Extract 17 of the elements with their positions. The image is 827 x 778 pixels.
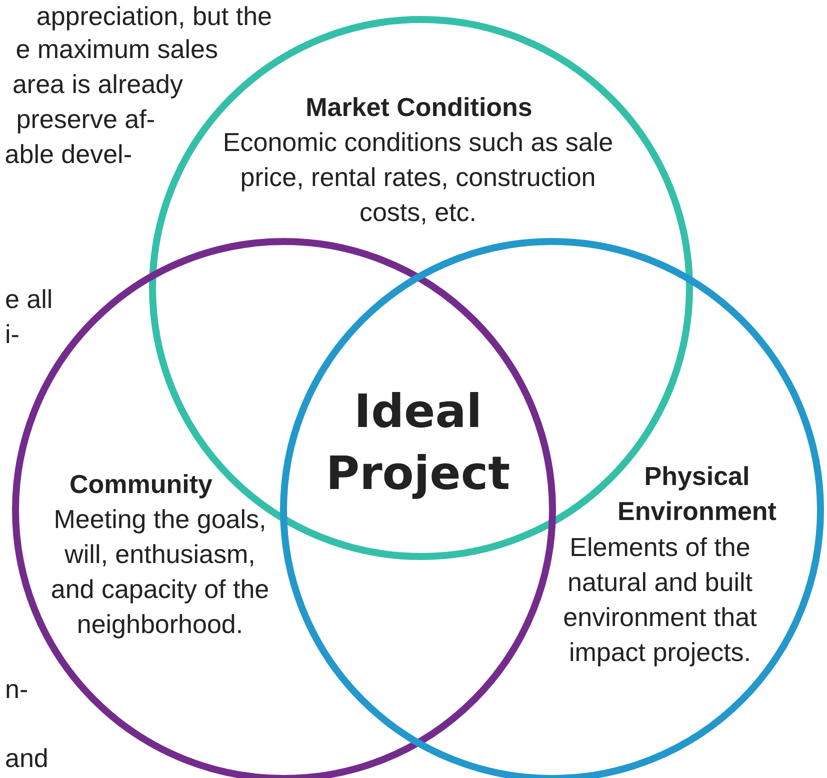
circle-description: Economic conditions such as sale price, rental rates, construction costs, etc. [222,126,614,229]
text-fragment: e maximum sales [16,33,218,66]
text-fragment: able devel- [4,138,132,171]
circle-heading: Physical Environment [616,460,778,528]
text-fragment: n- [5,673,28,706]
text-fragment: appreciation, but the [36,0,272,33]
circle-heading: Community [70,468,212,501]
text-fragment: preserve af- [16,103,155,136]
circle-description: Elements of the natural and built environment that impact projects. [562,531,758,669]
venn-circle [280,238,824,778]
text-fragment: i- [5,318,20,351]
text-fragment: and [5,742,48,775]
text-fragment: area is already [12,68,183,101]
text-fragment: e all [5,283,53,316]
center-label: Ideal Project [324,383,512,502]
circle-description: Meeting the goals, will, enthusiasm, and capacity of the neighborhood. [50,503,270,641]
circle-heading: Market Conditions [306,91,532,124]
